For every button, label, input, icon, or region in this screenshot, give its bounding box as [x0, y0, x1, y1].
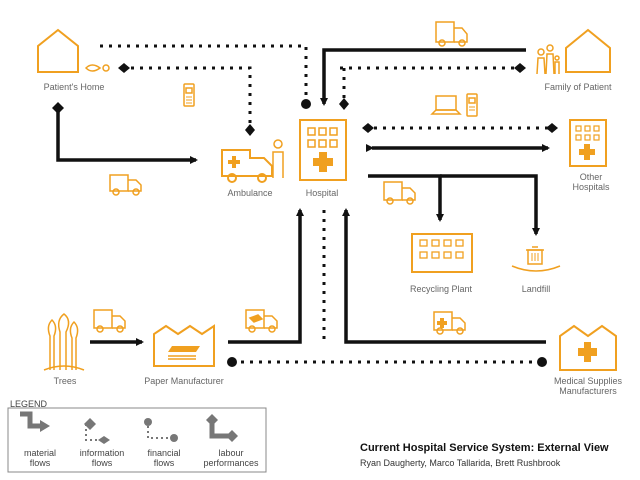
family-home-icon — [565, 28, 611, 73]
truck-icon-4 — [93, 309, 126, 333]
paper-manufacturer-icon — [153, 324, 215, 367]
financial-dot-right — [537, 357, 547, 367]
diagram-authors: Ryan Daugherty, Marco Tallarida, Brett R… — [360, 458, 561, 468]
legend-financial-line2: flows — [153, 458, 175, 468]
laptop-icon — [430, 95, 462, 115]
node-paper: Paper Manufacturer — [144, 376, 224, 386]
trees-icon — [43, 313, 85, 371]
phone-icon — [183, 83, 195, 107]
financial-dot-left — [227, 357, 237, 367]
home-icon — [37, 28, 79, 73]
legend-financial-line1: financial — [147, 448, 181, 458]
other-hospitals-icon — [569, 119, 607, 167]
truck-icon-2 — [109, 174, 142, 196]
legend-box — [7, 407, 267, 473]
pills-icon — [84, 64, 110, 72]
node-family: Family of Patient — [544, 82, 612, 92]
truck-icon-3 — [383, 181, 416, 205]
legend-labour-line2: performances — [203, 458, 259, 468]
information-flows — [100, 44, 548, 340]
information-diamonds — [118, 63, 558, 136]
medical-manufacturer-icon — [559, 324, 617, 371]
paper-to-hospital-flow — [228, 208, 304, 344]
node-medical-line2: Manufacturers — [559, 386, 617, 396]
hospital-to-recycling-flow — [368, 174, 444, 222]
paramedic-icon — [272, 139, 284, 178]
node-hospital: Hospital — [305, 188, 339, 198]
phone-icon-2 — [466, 93, 478, 117]
legend-title: LEGEND — [10, 399, 48, 409]
family-to-hospital-flow — [320, 48, 526, 106]
recycling-plant-icon — [411, 233, 473, 273]
truck-icon — [435, 21, 468, 47]
hospital-icon — [299, 119, 347, 181]
node-other-hospitals-line2: Hospitals — [572, 182, 610, 192]
truck-icon-5 — [245, 309, 278, 333]
medical-to-hospital-flow — [342, 208, 546, 344]
legend-material-line2: flows — [29, 458, 51, 468]
ambulance-icon — [221, 149, 273, 183]
home-diamond-marker — [52, 102, 64, 114]
node-medical-line1: Medical Supplies — [553, 376, 623, 386]
truck-icon-6 — [433, 311, 466, 335]
diagram-title: Current Hospital Service System: Externa… — [360, 442, 609, 454]
hospital-to-landfill-flow — [440, 174, 540, 236]
node-landfill: Landfill — [521, 284, 551, 294]
legend-labour-line1: labour — [218, 448, 244, 458]
node-trees: Trees — [53, 376, 77, 386]
family-people-icon — [536, 44, 560, 75]
node-ambulance: Ambulance — [227, 188, 273, 198]
legend-information-line2: flows — [91, 458, 113, 468]
home-to-ambulance-flow — [56, 104, 198, 164]
node-recycling: Recycling Plant — [409, 284, 473, 294]
node-patients-home: Patient's Home — [43, 82, 105, 92]
legend-material-line1: material — [23, 448, 56, 458]
landfill-icon — [511, 246, 561, 272]
node-other-hospitals-line1: Other — [579, 172, 603, 182]
hospital-financial-dot — [301, 99, 311, 109]
legend-information-line1: information — [79, 448, 125, 458]
